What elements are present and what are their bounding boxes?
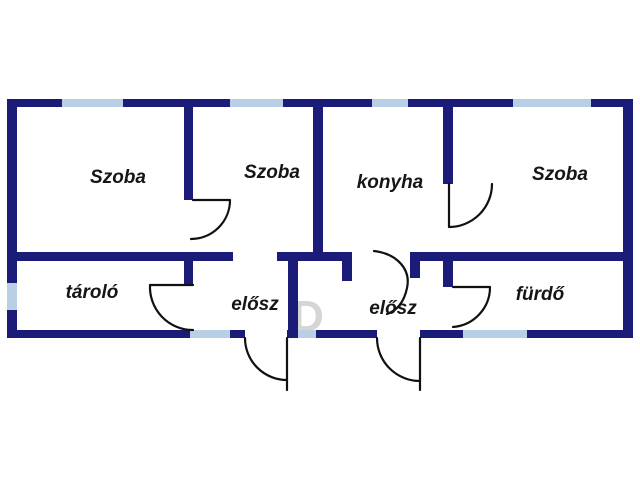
window-bottom-3: [463, 330, 527, 338]
exterior-wall-top: [7, 99, 633, 107]
window-bottom-1: [190, 330, 230, 338]
door-konyha-elosz2: [372, 249, 409, 316]
door-tarolo-elosz1: [148, 283, 195, 332]
room-label-szoba-3: Szoba: [532, 164, 588, 185]
room-label-elosz-2: elősz: [369, 298, 417, 319]
room-label-furdo: fürdő: [516, 284, 566, 305]
entry-door-elosz2: [375, 336, 422, 392]
door-konyha-szoba3: [447, 182, 494, 229]
mid-wall-right: [410, 252, 633, 261]
exterior-wall-bottom-1: [7, 330, 190, 338]
exterior-wall-bottom-5: [420, 330, 463, 338]
door-jamb-stub-left: [342, 261, 352, 281]
exterior-wall-right: [623, 99, 633, 338]
exterior-wall-bottom-2: [230, 330, 245, 338]
wall-szoba2-konyha: [313, 107, 323, 261]
exterior-wall-left-lower: [7, 310, 17, 338]
door-elosz2-furdo: [451, 285, 492, 329]
exterior-wall-left-upper: [7, 99, 17, 283]
window-top-4: [513, 99, 591, 107]
wall-konyha-szoba3: [443, 107, 453, 184]
mid-wall-left: [7, 252, 233, 261]
room-label-elosz-1: elősz: [231, 294, 279, 315]
exterior-wall-bottom-3: [287, 330, 298, 338]
window-left-1: [7, 283, 17, 310]
room-label-szoba-2: Szoba: [244, 162, 300, 183]
window-top-3: [372, 99, 408, 107]
room-label-szoba-1: Szoba: [90, 167, 146, 188]
door-jamb-stub-right: [410, 261, 420, 278]
wall-elosz2-furdo: [443, 252, 453, 287]
window-top-1: [62, 99, 123, 107]
room-label-konyha: konyha: [357, 172, 424, 193]
door-szoba1-szoba2: [189, 198, 232, 241]
wall-szoba1-szoba2: [184, 107, 193, 200]
entry-door-elosz1: [243, 336, 289, 392]
wall-elosz1-elosz2: [288, 261, 298, 330]
window-top-2: [230, 99, 283, 107]
room-label-tarolo: tároló: [66, 282, 119, 303]
window-bottom-2: [298, 330, 316, 338]
exterior-wall-bottom-6: [527, 330, 633, 338]
wall-tarolo-elosz: [184, 252, 193, 285]
exterior-wall-bottom-4: [316, 330, 377, 338]
